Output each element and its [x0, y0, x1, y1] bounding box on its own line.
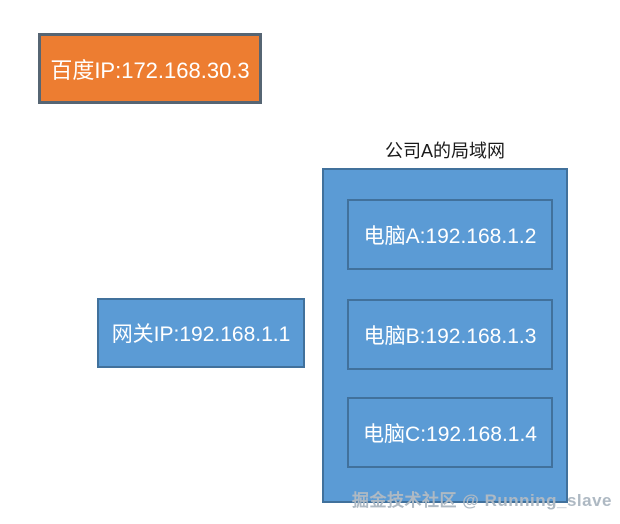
computer-c-label: 电脑C:192.168.1.4 — [363, 422, 537, 446]
gateway-ip-box: 网关IP:192.168.1.1 — [97, 298, 305, 368]
watermark: 掘金技术社区 @ Running_slave — [352, 491, 612, 510]
gateway-ip-label: 网关IP:192.168.1.1 — [111, 323, 291, 346]
computer-b-box: 电脑B:192.168.1.3 — [347, 299, 553, 370]
computer-c-box: 电脑C:192.168.1.4 — [347, 397, 553, 468]
baidu-ip-label: 百度IP:172.168.30.3 — [50, 57, 250, 83]
lan-title: 公司A的局域网 — [322, 137, 568, 163]
computer-a-label: 电脑A:192.168.1.2 — [363, 224, 537, 248]
baidu-ip-box: 百度IP:172.168.30.3 — [38, 33, 262, 104]
computer-b-label: 电脑B:192.168.1.3 — [363, 324, 537, 348]
computer-a-box: 电脑A:192.168.1.2 — [347, 199, 553, 270]
lan-title-label: 公司A的局域网 — [384, 141, 505, 161]
